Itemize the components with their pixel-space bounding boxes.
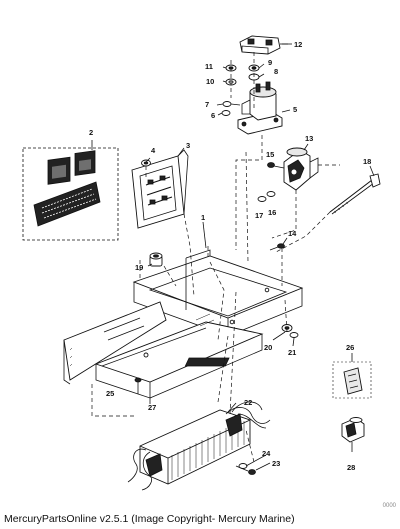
part-26-connector[interactable] (332, 361, 372, 399)
callout-21: 21 (288, 348, 296, 357)
part-17-washer[interactable] (257, 196, 267, 202)
callout-16: 16 (268, 208, 276, 217)
callout-8: 8 (274, 67, 278, 76)
image-caption: MercuryPartsOnline v2.5.1 (Image Copyrig… (4, 513, 295, 525)
part-6-washer[interactable] (221, 110, 231, 116)
callout-27: 27 (148, 403, 156, 412)
callout-17: 17 (255, 211, 263, 220)
callout-20: 20 (264, 343, 272, 352)
callout-12: 12 (294, 40, 302, 49)
part-14-screw[interactable] (269, 243, 285, 251)
callout-26: 26 (346, 343, 354, 352)
callout-25: 25 (106, 389, 114, 398)
part-25-bolt[interactable] (134, 377, 142, 394)
callout-23: 23 (272, 459, 280, 468)
leader-lines (91, 43, 375, 471)
part-22-rectifier[interactable] (127, 401, 271, 491)
part-28-plug[interactable] (341, 417, 365, 443)
assembly-lines (91, 90, 331, 463)
callout-14: 14 (288, 229, 297, 238)
callout-22: 22 (244, 398, 252, 407)
callout-15: 15 (266, 150, 274, 159)
callout-9: 9 (268, 58, 272, 67)
part-5-solenoid[interactable] (237, 81, 283, 135)
callout-5: 5 (293, 105, 297, 114)
part-16-nut[interactable] (266, 191, 276, 197)
callout-7: 7 (205, 100, 209, 109)
part-13-switch[interactable] (283, 147, 340, 191)
callout-11: 11 (205, 62, 213, 71)
callout-24: 24 (262, 449, 271, 458)
callout-28: 28 (347, 463, 355, 472)
part-12-bracket[interactable] (239, 35, 288, 55)
part-23-screw[interactable] (235, 465, 256, 475)
callout-10: 10 (206, 77, 214, 86)
parts-diagram: 1 2 3 4 5 6 7 8 9 10 11 12 13 14 15 16 1… (22, 35, 381, 491)
part-4-screw[interactable] (141, 159, 151, 167)
part-2-decal-set[interactable] (22, 147, 119, 241)
corner-mark: 0000 (382, 503, 396, 509)
part-1-mounting-tray[interactable] (63, 249, 304, 399)
part-19-spacer[interactable] (149, 252, 163, 267)
part-21-washer[interactable] (289, 332, 299, 338)
callout-1: 1 (201, 213, 205, 222)
part-20-nut[interactable] (281, 324, 293, 332)
part-15-screw[interactable] (267, 162, 285, 169)
callout-13: 13 (305, 134, 313, 143)
callout-19: 19 (135, 263, 143, 272)
callout-2: 2 (89, 128, 93, 137)
part-7-screw[interactable] (222, 101, 241, 107)
callout-4: 4 (151, 146, 156, 155)
callout-18: 18 (363, 157, 371, 166)
callout-6: 6 (211, 111, 215, 120)
part-18-bolt[interactable] (329, 173, 381, 215)
part-3-terminal-block[interactable] (131, 149, 189, 229)
callout-3: 3 (186, 141, 190, 150)
